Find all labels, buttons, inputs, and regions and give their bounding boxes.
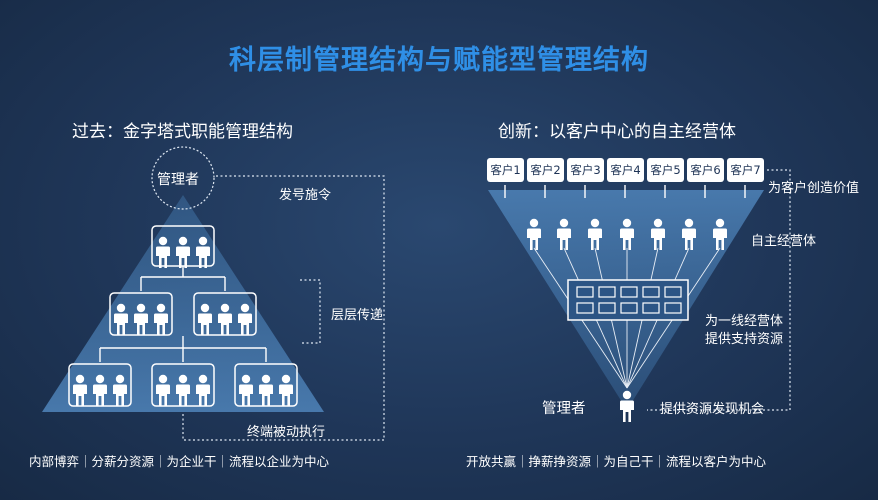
command-bracket — [182, 175, 385, 441]
support-label-line2: 提供支持资源 — [705, 332, 784, 347]
left-footer: 内部博弈｜分薪分资源｜为企业干｜流程以企业为中心 — [29, 454, 330, 469]
resource-platform — [567, 279, 689, 321]
pyramid-shape — [42, 195, 324, 412]
customer-box: 客户1 — [487, 158, 524, 182]
right-footer: 开放共赢｜挣薪挣资源｜为自己干｜流程以客户为中心 — [466, 454, 767, 469]
tree-connectors — [99, 266, 267, 362]
value-label: 为客户创造价值 — [768, 181, 860, 196]
discover-label: 提供资源发现机会 — [660, 402, 765, 417]
left-manager-label: 管理者 — [157, 172, 199, 188]
execute-label: 终端被动执行 — [247, 425, 326, 440]
support-bracket — [647, 169, 791, 411]
customer-box: 客户5 — [647, 158, 684, 182]
customer-box: 客户6 — [687, 158, 724, 182]
right-subtitle: 创新：以客户中心的自主经营体 — [498, 122, 736, 142]
right-manager-label: 管理者 — [542, 401, 586, 417]
support-label-line1: 为一线经营体 — [705, 314, 784, 329]
manager-circle — [151, 146, 215, 210]
customer-ticks — [504, 185, 746, 198]
relay-label: 层层传递 — [331, 308, 384, 323]
command-label: 发号施令 — [279, 188, 332, 203]
units-label: 自主经营体 — [751, 234, 817, 249]
customer-box: 客户4 — [607, 158, 644, 182]
relay-bracket — [300, 279, 321, 344]
customer-box: 客户3 — [567, 158, 604, 182]
customer-box: 客户7 — [727, 158, 764, 182]
team-boxes — [68, 225, 298, 407]
page-title: 科层制管理结构与赋能型管理结构 — [229, 45, 649, 76]
customer-box: 客户2 — [527, 158, 564, 182]
left-subtitle: 过去：金字塔式职能管理结构 — [72, 122, 293, 142]
